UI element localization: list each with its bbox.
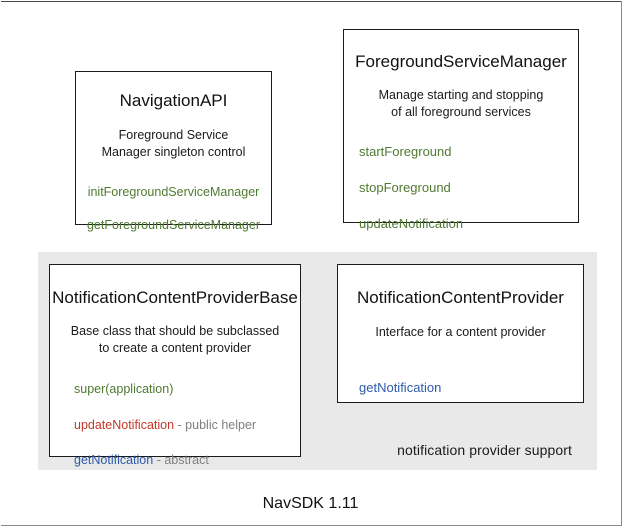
class-box-notification-content-provider-base[interactable]: NotificationContentProviderBase Base cla… xyxy=(49,264,301,466)
method-item[interactable]: getNotification xyxy=(338,381,583,394)
class-description-line-1: Manage starting and stopping xyxy=(378,88,544,102)
footer-version-label: NavSDK 1.11 xyxy=(262,495,359,512)
method-list-foreground-service-manager: startForeground stopForeground updateNot… xyxy=(344,145,578,230)
frame-left-border xyxy=(0,1,1,526)
method-item[interactable]: updateNotification - public helper xyxy=(50,417,300,432)
frame-bottom-border xyxy=(0,525,622,526)
method-name: updateNotification xyxy=(74,417,175,432)
class-description-line-1: Interface for a content provider xyxy=(375,325,546,339)
class-description-line-1: Foreground Service xyxy=(118,128,229,142)
method-name: getNotification xyxy=(74,453,154,467)
method-item[interactable]: initForegroundServiceManager xyxy=(76,186,271,199)
method-note: - public helper xyxy=(174,417,257,432)
class-description-notification-content-provider-base: Base class that should be subclassed to … xyxy=(50,323,300,356)
method-item[interactable]: super(application) xyxy=(50,383,300,396)
class-description-line-2: of all foreground services xyxy=(391,104,531,119)
class-description-line-1: Base class that should be subclassed xyxy=(70,324,280,338)
method-name: stopForeground xyxy=(359,180,451,195)
class-description-line-2: Manager singleton control xyxy=(101,144,246,159)
method-list-notification-content-provider-base: super(application) updateNotification - … xyxy=(50,383,300,467)
method-item[interactable]: getForegroundServiceManager xyxy=(76,217,271,232)
class-title-notification-content-provider: NotificationContentProvider xyxy=(357,288,564,307)
method-item[interactable]: startForeground xyxy=(344,145,578,158)
method-name: updateNotification xyxy=(359,216,464,231)
method-note: - abstract xyxy=(153,453,209,467)
method-name: startForeground xyxy=(359,144,452,159)
method-item[interactable]: updateNotification xyxy=(344,217,578,230)
class-box-foreground-service-manager[interactable]: ForegroundServiceManager Manage starting… xyxy=(343,29,579,230)
method-name: getForegroundServiceManager xyxy=(86,217,261,232)
class-box-notification-content-provider[interactable]: NotificationContentProvider Interface fo… xyxy=(337,264,584,403)
method-name: initForegroundServiceManager xyxy=(87,185,260,199)
class-description-navigation-api: Foreground Service Manager singleton con… xyxy=(76,127,271,160)
group-caption: notification provider support xyxy=(397,442,572,458)
method-item[interactable]: getNotification - abstract xyxy=(50,454,300,467)
frame-top-border xyxy=(0,1,622,2)
frame-right-border xyxy=(621,1,622,526)
class-title-notification-content-provider-base: NotificationContentProviderBase xyxy=(52,288,298,307)
class-title-foreground-service-manager: ForegroundServiceManager xyxy=(355,52,567,71)
class-description-line-2: to create a content provider xyxy=(98,340,252,355)
method-item[interactable]: stopForeground xyxy=(344,181,578,194)
method-name: getNotification xyxy=(359,379,442,395)
class-box-navigation-api[interactable]: NavigationAPI Foreground Service Manager… xyxy=(75,71,272,231)
method-list-notification-content-provider: getNotification xyxy=(338,381,583,394)
class-description-notification-content-provider: Interface for a content provider xyxy=(338,324,583,341)
class-title-navigation-api: NavigationAPI xyxy=(119,91,228,110)
method-name: super(application) xyxy=(74,382,174,396)
method-list-navigation-api: initForegroundServiceManager getForegrou… xyxy=(76,186,271,231)
class-description-foreground-service-manager: Manage starting and stopping of all fore… xyxy=(344,87,578,120)
